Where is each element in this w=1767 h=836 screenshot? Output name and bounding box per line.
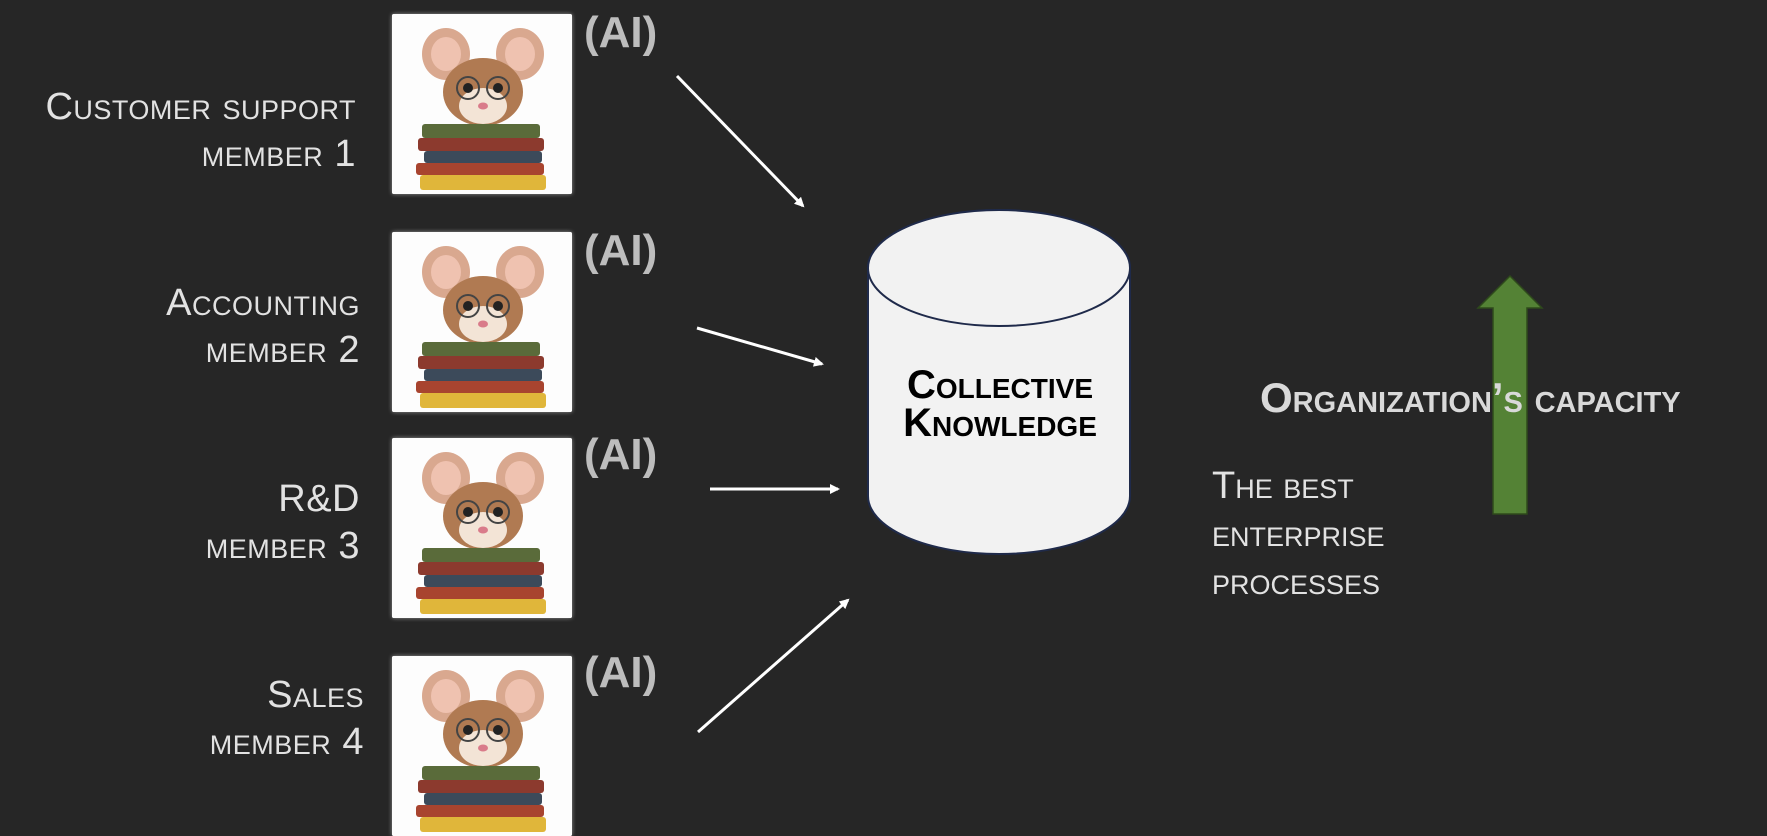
member-2-ai-tag: (AI) <box>584 226 658 275</box>
member-4-mouse-image <box>392 656 572 836</box>
best-processes-line-1: The best <box>1212 465 1354 507</box>
database-cylinder-icon <box>867 209 1131 555</box>
organization-capacity-label: Organization’s capacity <box>1260 374 1681 421</box>
member-2-number: member 2 <box>205 329 360 371</box>
arrow-member-2 <box>696 326 824 367</box>
member-4-dept: Sales <box>267 674 364 716</box>
mouse-books-icon <box>392 232 572 412</box>
collective-knowledge-label: Collective Knowledge <box>868 363 1132 445</box>
member-1-number: member 1 <box>201 133 356 175</box>
mouse-books-icon <box>392 438 572 618</box>
mouse-books-icon <box>392 14 572 194</box>
member-4-number: member 4 <box>209 721 364 763</box>
member-2-label: Accounting member 2 <box>0 280 360 380</box>
member-1-mouse-image <box>392 14 572 194</box>
db-title-line-2: Knowledge <box>903 401 1097 445</box>
best-processes-line-2: enterprise <box>1212 513 1385 555</box>
up-arrow-icon <box>1476 274 1544 515</box>
member-2-mouse-image <box>392 232 572 412</box>
member-4-ai-tag: (AI) <box>584 648 658 697</box>
member-3-label: R&D member 3 <box>0 476 360 576</box>
member-3-number: member 3 <box>205 525 360 567</box>
member-3-dept: R&D <box>278 478 360 520</box>
member-2-dept: Accounting <box>166 282 360 324</box>
best-processes-text: The best enterprise processes <box>1212 462 1385 606</box>
mouse-books-icon <box>392 656 572 836</box>
member-3-mouse-image <box>392 438 572 618</box>
best-processes-line-3: processes <box>1212 561 1381 603</box>
arrow-member-4 <box>697 598 850 734</box>
member-1-label: Customer support member 1 <box>0 84 360 184</box>
member-1-ai-tag: (AI) <box>584 8 658 57</box>
member-4-label: Sales member 4 <box>0 672 364 772</box>
arrow-member-1 <box>675 74 805 208</box>
member-1-dept: Customer support <box>45 86 356 128</box>
db-title-line-1: Collective <box>906 363 1093 407</box>
member-3-ai-tag: (AI) <box>584 430 658 479</box>
